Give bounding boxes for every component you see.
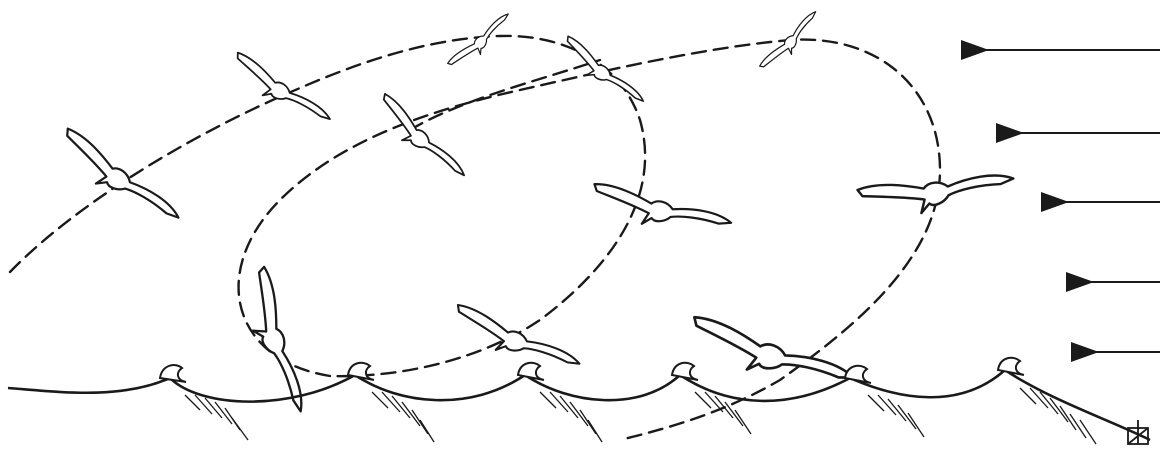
albatross-icon	[448, 303, 582, 385]
albatross-icon	[588, 182, 733, 246]
wind-arrows	[985, 50, 1160, 352]
flight-loop-3	[410, 60, 600, 130]
albatross-icon	[226, 51, 332, 135]
albatross-icon	[857, 174, 1015, 219]
albatross-icon	[447, 12, 517, 74]
wave-icon	[160, 365, 186, 382]
flight-path-loops	[10, 36, 940, 440]
albatross-icon	[370, 92, 466, 188]
wave-icon	[845, 366, 871, 383]
sea-waves	[8, 358, 1150, 444]
albatross-icon	[238, 266, 306, 418]
albatross-icon	[52, 127, 181, 237]
birds	[52, 10, 1016, 418]
flight-loop-1	[10, 36, 645, 376]
